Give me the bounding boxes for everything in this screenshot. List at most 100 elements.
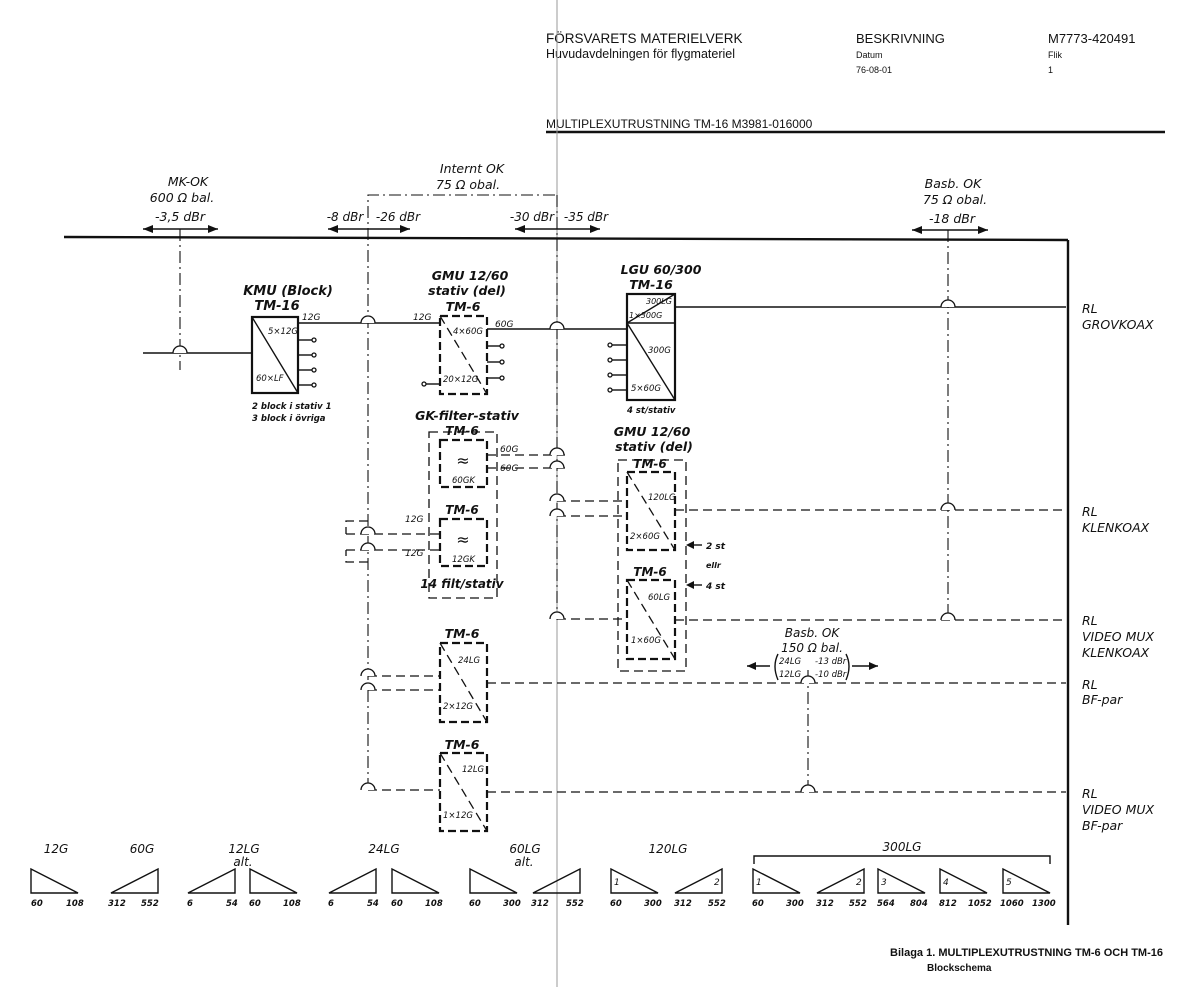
tm6a-model: TM-6 [445,626,480,641]
spectrum-triangle-inverted [877,867,926,894]
gmu2-60lg-label: 60LG [648,593,671,603]
gmu2-stativ-frame [617,459,687,672]
arrow-left-icon [686,581,694,589]
crossing-hop [940,502,956,511]
gk1-label: 60GK [452,476,476,486]
basb2-brace-left [774,653,779,681]
lgu-1x300g-label: 1×300G [629,311,662,320]
appendix-caption: Bilaga 1. MULTIPLEXUTRUSTNING TM-6 OCH T… [890,947,1163,959]
gmu2-model-2: TM-6 [633,565,666,579]
port-icon [311,367,317,373]
lgu-title: LGU 60/300 [621,262,702,277]
gmu2-model-1: TM-6 [633,457,666,471]
gmu1-diagonal [439,315,488,395]
spectrum-triangle-erect [816,867,865,894]
basb2-brace-right [845,653,850,681]
out-vm-bf-par: BF-par [1082,818,1123,833]
basb2-24lg: 24LG [779,657,802,667]
lgu-note: 4 st/stativ [626,406,676,416]
freq-label: 812 [939,899,957,909]
kmu-out-label: 60×LF [256,374,284,384]
spec-60lg: 60LG [509,842,540,856]
doc-type: BESKRIVNING [856,31,945,46]
port-icon [311,337,317,343]
arrow-left-icon [912,226,922,234]
gmu2-box-2 [625,578,677,661]
level-annotations: MK-OK 600 Ω bal. -3,5 dBr Internt OK 75 … [143,161,988,234]
gmu1-title: GMU 12/60 [432,268,509,283]
gmu2-diagonal-1 [626,471,676,551]
spec-12g: 12G [44,842,69,856]
spec-num: 1 [756,878,762,888]
freq-label: 60 [752,899,764,909]
gk-loop-1 [345,520,368,534]
freq-label: 552 [708,899,726,909]
port-icon [607,387,613,393]
crossing-hop [360,542,376,551]
spectrum-triangle-erect [674,867,723,894]
gmu2-title: GMU 12/60 [614,424,691,439]
lgu-300g-label: 300G [648,346,671,356]
mkok-level: -3,5 dBr [155,209,206,224]
mkok-impedance: 600 Ω bal. [150,190,214,205]
gmu1-12g-label: 12G [413,313,431,323]
kmu-model: TM-16 [254,299,299,314]
spectrum-triangle-inverted [249,867,298,894]
freq-label: 60 [391,899,403,909]
gmu2-2x60g-label: 2×60G [630,532,660,542]
basb2-impedance: 150 Ω bal. [781,641,843,655]
spectrum-triangle-inverted [939,867,988,894]
kmu-in-label: 5×12G [268,327,298,337]
level-minus8: -8 dBr [327,210,365,224]
frame-lines [63,194,1070,925]
crossing-hop [549,508,565,517]
crossing-hop [549,611,565,620]
lgu-model: TM-16 [629,277,673,292]
port-icon [311,352,317,358]
spec-12lg: 12LG [228,842,259,856]
freq-label: 108 [66,899,84,909]
freq-label: 60 [469,899,481,909]
port-icon [499,359,505,365]
out-video-mux-klenkoax: KLENKOAX [1082,645,1150,660]
department: Huvudavdelningen för flygmateriel [546,47,735,61]
spec-num: 3 [881,878,887,888]
gmu1-60g-label: 60G [495,320,513,330]
gk-note: 14 filt/stativ [420,577,504,591]
crossing-hop [549,493,565,502]
arrow-left-icon [515,225,525,233]
crossing-hop [800,675,816,684]
spec-60g: 60G [130,842,155,856]
freq-label: 60 [610,899,622,909]
lgu-300lg-label: 300LG [646,297,672,306]
freq-label: 312 [108,899,126,909]
arrow-right-icon [978,226,988,234]
basb2-label: Basb. OK [785,626,841,640]
port-icon [607,357,613,363]
out-bf-par-rl: RL [1082,677,1098,692]
kmu-block: KMU (Block) TM-16 5×12G 60×LF 12G 2 bloc… [243,284,333,424]
tm6b-1x12g-label: 1×12G [443,811,473,821]
gk2-label: 12GK [452,555,476,565]
out-video-mux-rl: RL [1082,613,1098,628]
gk1-model: TM-6 [445,424,478,438]
tm6b-model: TM-6 [445,737,480,752]
spectrum-triangle-inverted [391,867,440,894]
freq-label: 108 [425,899,443,909]
out-klenkoax: KLENKOAX [1082,520,1150,535]
spec-300lg-bracket [753,855,1051,864]
gk-loop-2 [345,550,368,563]
freq-label: 312 [816,899,834,909]
out-bf-par: BF-par [1082,692,1123,707]
crossing-hop [360,668,376,677]
count-4st: 4 st [705,582,726,592]
lgu-5x60g-label: 5×60G [631,384,661,394]
arrow-left-icon [747,662,756,670]
gk-filter-block: GK-filter-stativ TM-6 ≈ 60GK 60G 60G TM-… [405,408,520,599]
internt-ok-label: Internt OK [440,161,506,176]
gmu1-in-label: 4×60G [453,327,483,337]
freq-label: 300 [644,899,662,909]
freq-label: 6 [328,899,334,909]
port-icon [499,343,505,349]
crossing-hop [172,345,188,354]
